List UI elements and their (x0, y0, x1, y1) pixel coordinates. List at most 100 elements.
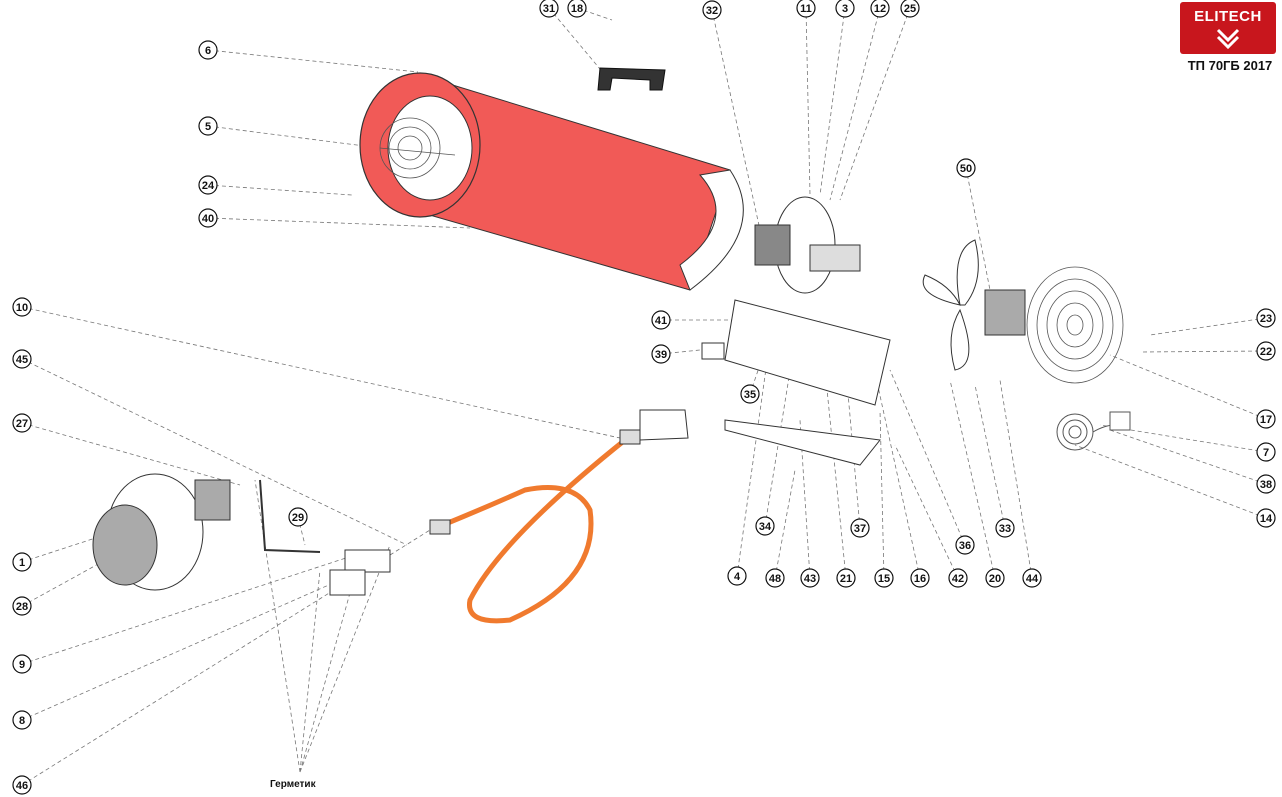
callout-number: 18 (571, 3, 583, 15)
leader-line-38 (1109, 429, 1267, 485)
leader-line-9 (21, 554, 356, 665)
callout-number: 4 (734, 571, 741, 583)
callout-circle (198, 208, 218, 228)
callout-27: 27 (12, 413, 32, 433)
callout-22: 22 (1256, 341, 1276, 361)
callout-circle (1256, 341, 1276, 361)
callout-number: 16 (914, 573, 926, 585)
leader-line-22 (1139, 350, 1267, 353)
callout-40: 40 (198, 208, 218, 228)
callout-number: 24 (202, 180, 215, 192)
callout-number: 6 (205, 45, 211, 57)
callout-circle (870, 0, 890, 18)
leader-line-16 (869, 349, 921, 579)
callout-number: 45 (16, 354, 28, 366)
callout-circle (755, 516, 775, 536)
callout-circle (800, 568, 820, 588)
sealant-label: Герметик (270, 779, 316, 790)
callout-12: 12 (870, 0, 890, 18)
leader-line-31 (548, 7, 606, 76)
callout-number: 33 (999, 523, 1011, 535)
leader-line-48 (774, 469, 796, 579)
callout-48: 48 (765, 568, 785, 588)
callout-number: 8 (19, 715, 25, 727)
callout-circle (900, 0, 920, 18)
rear-grille-icon (1026, 266, 1124, 384)
callout-4: 4 (727, 566, 747, 586)
callout-number: 15 (878, 573, 890, 585)
leader-line-44 (999, 379, 1033, 579)
callout-28: 28 (12, 596, 32, 616)
callout-5: 5 (198, 116, 218, 136)
callout-34: 34 (755, 516, 775, 536)
callout-number: 25 (904, 3, 916, 15)
callout-17: 17 (1256, 409, 1276, 429)
callout-20: 20 (985, 568, 1005, 588)
callout-number: 38 (1260, 479, 1272, 491)
leader-line-15 (879, 409, 885, 579)
callout-number: 36 (959, 540, 971, 552)
callout-43: 43 (800, 568, 820, 588)
callout-number: 39 (655, 349, 667, 361)
callout-9: 9 (12, 654, 32, 674)
callout-number: 7 (1263, 447, 1269, 459)
callout-number: 10 (16, 302, 28, 314)
callout-circle (12, 413, 32, 433)
callout-circle (955, 535, 975, 555)
callout-number: 23 (1260, 313, 1272, 325)
callout-circle (995, 518, 1015, 538)
callout-circle (12, 710, 32, 730)
callout-circle (850, 518, 870, 538)
solenoid-valve (329, 569, 366, 596)
callout-18: 18 (567, 0, 587, 18)
leader-line-8 (21, 579, 341, 721)
gas-hose (429, 409, 689, 624)
callout-number: 48 (769, 573, 781, 585)
callout-circle (12, 297, 32, 317)
leader-line-24 (207, 184, 353, 196)
callout-16: 16 (910, 568, 930, 588)
callout-circle (12, 349, 32, 369)
callout-42: 42 (948, 568, 968, 588)
leader-line-12 (829, 7, 881, 201)
callout-31: 31 (539, 0, 559, 18)
callout-number: 11 (800, 3, 812, 15)
fan-assembly (922, 239, 1026, 371)
callout-14: 14 (1256, 508, 1276, 528)
callout-circle (198, 116, 218, 136)
callout-24: 24 (198, 175, 218, 195)
brand-logo: ELITECH (1180, 2, 1276, 54)
leader-line-27 (21, 422, 241, 486)
callout-circle (288, 507, 308, 527)
front-grille-icon (379, 117, 456, 179)
callout-circle (948, 568, 968, 588)
callout-46: 46 (12, 775, 32, 795)
callout-number: 5 (205, 121, 211, 133)
callout-29: 29 (288, 507, 308, 527)
callout-number: 32 (706, 5, 718, 17)
base-bracket (701, 299, 891, 466)
callout-number: 1 (19, 557, 25, 569)
callout-number: 29 (292, 512, 304, 524)
callout-number: 27 (16, 418, 28, 430)
callout-circle (956, 158, 976, 178)
callout-7: 7 (1256, 442, 1276, 462)
callout-number: 42 (952, 573, 964, 585)
callout-6: 6 (198, 40, 218, 60)
callout-number: 20 (989, 573, 1001, 585)
callout-45: 45 (12, 349, 32, 369)
sealant-leader-3 (299, 544, 391, 773)
leader-line-40 (207, 217, 471, 229)
callout-circle (1022, 568, 1042, 588)
hose-fitting (619, 429, 641, 445)
callout-circle (12, 775, 32, 795)
model-label: ТП 70ГБ 2017 (1187, 58, 1273, 73)
callout-number: 22 (1260, 346, 1272, 358)
callout-circle (1256, 409, 1276, 429)
burner-plate (754, 196, 861, 294)
leader-line-25 (839, 7, 911, 201)
callout-32: 32 (702, 0, 722, 20)
leader-line-3 (819, 7, 846, 196)
